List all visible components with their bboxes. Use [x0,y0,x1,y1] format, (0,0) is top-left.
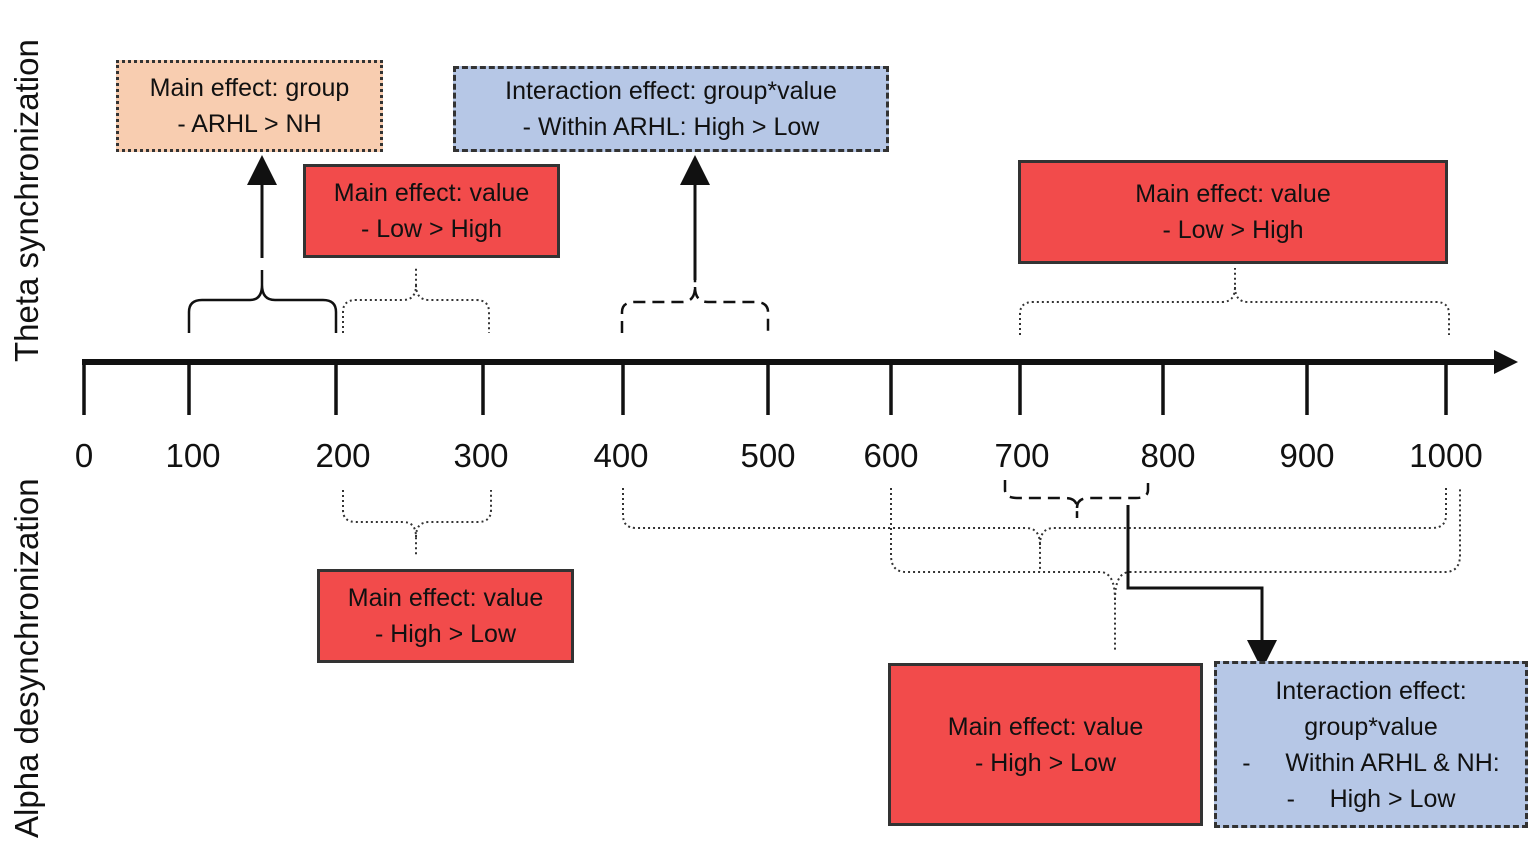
box-line: - Within ARHL & NH: [1242,748,1500,777]
tick-label: 700 [994,437,1050,474]
tick-label: 400 [593,437,649,474]
box-line: Interaction effect: [1275,676,1467,705]
box-line: - Within ARHL: High > Low [522,113,820,141]
box-line: - High > Low [974,748,1117,777]
theta-interaction-effect-box: Interaction effect: group*value - Within… [453,66,889,152]
box-line: - ARHL > NH [177,110,322,138]
bracket-400-1000-dotted [622,488,1447,572]
box-line: group*value [1304,712,1438,741]
box-line: - Low > High [1162,216,1304,244]
bracket-200-300-dotted [342,268,490,333]
tick-label: 800 [1140,437,1196,474]
box-line: Main effect: group [149,74,350,102]
tick-label: 300 [453,437,509,474]
box-line: - High > Low [374,620,517,648]
alpha-desynchronization-label: Alpha desynchronization [8,478,45,838]
bracket-700-1000-dotted [1019,268,1450,335]
theta-synchronization-label: Theta synchronization [8,39,45,362]
bracket-400-500-dashed [620,280,770,333]
box-line: Main effect: value [947,712,1144,741]
theta-group-effect-box: Main effect: group - ARHL > NH [116,60,383,152]
tick-label: 100 [165,437,221,474]
box-line: - High > Low [1286,784,1456,813]
bracket-200-300-bottom-dotted [342,490,492,555]
alpha-value-effect-late-box: Main effect: value - High > Low [888,663,1203,826]
box-line: Main effect: value [347,584,544,612]
box-line: - Low > High [360,215,503,243]
tick-label: 500 [740,437,796,474]
box-line: Interaction effect: group*value [505,77,837,105]
tick-label: 1000 [1409,437,1483,474]
bracket-600-1000-dotted [890,488,1461,650]
tick-label: 0 [74,437,94,474]
tick-label: 900 [1279,437,1335,474]
theta-value-effect-early-box: Main effect: value - Low > High [303,164,560,258]
time-axis-arrowhead [1494,350,1518,374]
alpha-interaction-effect-box: Interaction effect: group*value - Within… [1214,661,1528,828]
alpha-value-effect-early-box: Main effect: value - High > Low [317,569,574,663]
bracket-700-800-dashed [1003,480,1150,518]
axis-ticks [82,362,1448,415]
theta-value-effect-late-box: Main effect: value - Low > High [1018,160,1448,264]
box-line: Main effect: value [1135,180,1331,208]
arrow-alpha-interaction [1126,505,1277,670]
bracket-100-200-solid [187,270,338,333]
box-line: Main effect: value [333,179,530,207]
tick-label: 600 [863,437,919,474]
tick-label: 200 [315,437,371,474]
